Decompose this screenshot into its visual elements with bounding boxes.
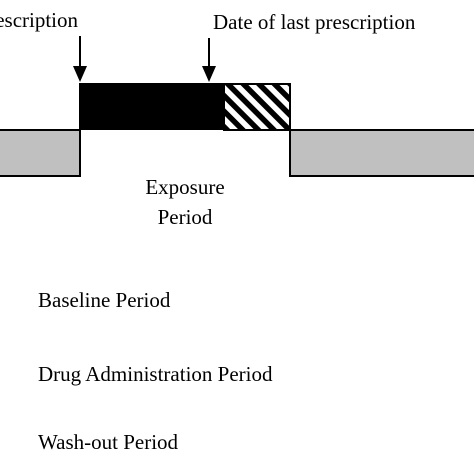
exposure-label-line1: Exposure bbox=[145, 175, 225, 199]
last-prescription-arrow bbox=[202, 38, 216, 82]
baseline-bar-right bbox=[290, 130, 474, 176]
legend-drug-administration-period: Drug Administration Period bbox=[38, 362, 273, 386]
timeline-outline bbox=[0, 83, 474, 131]
baseline-right-outline bbox=[289, 130, 474, 177]
washout-block bbox=[223, 83, 291, 131]
drug-administration-block bbox=[80, 84, 224, 130]
baseline-bar-left bbox=[0, 130, 80, 176]
last-prescription-label: Date of last prescription bbox=[213, 10, 416, 34]
exposure-label-line2: Period bbox=[157, 205, 213, 229]
legend-baseline-period: Baseline Period bbox=[38, 288, 171, 312]
first-prescription-arrow bbox=[73, 36, 87, 82]
exposure-period-label: Exposure Period bbox=[110, 172, 260, 232]
baseline-left-outline bbox=[0, 130, 81, 177]
legend-washout-period: Wash-out Period bbox=[38, 430, 179, 454]
first-prescription-label: Date of first prescription bbox=[0, 8, 78, 32]
